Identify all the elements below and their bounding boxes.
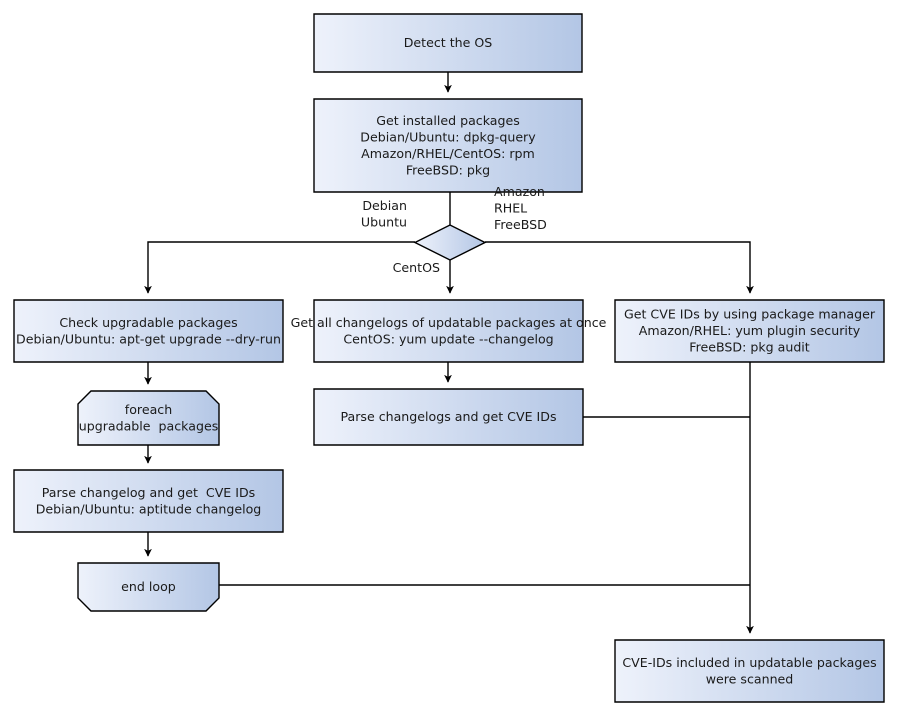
node-shape-scan-complete <box>614 639 885 703</box>
node-os-decision <box>413 224 487 261</box>
node-shape-get-cve-ids-package-manager <box>614 299 885 363</box>
node-shape-os-decision <box>413 224 487 261</box>
node-shape-check-upgradable-packages <box>13 299 284 363</box>
node-shape-detect-os <box>313 13 583 73</box>
node-shape-get-installed-packages <box>313 98 583 193</box>
node-shape-get-all-changelogs <box>313 299 584 363</box>
node-label-detect-os: Detect the OS <box>404 35 493 50</box>
node-detect-os: Detect the OS <box>313 13 583 73</box>
node-shape-end-loop <box>77 562 220 612</box>
node-label-get-all-changelogs: Get all changelogs of updatable packages… <box>291 314 607 346</box>
node-parse-changelogs-centos: Parse changelogs and get CVE IDs <box>313 388 584 446</box>
node-label-parse-changelogs-centos: Parse changelogs and get CVE IDs <box>340 409 556 424</box>
node-shape-foreach-loop-start <box>77 390 220 446</box>
edge-decision-to-check-upgradable <box>144 241 415 294</box>
edge-decision-to-cve-package-manager <box>485 241 754 294</box>
node-get-all-changelogs: Get all changelogs of updatable packages… <box>291 299 607 363</box>
node-label-end-loop: end loop <box>121 579 176 594</box>
edges-layer <box>144 72 754 634</box>
label-centos: CentOS <box>393 260 440 275</box>
node-shape-parse-changelogs-centos <box>313 388 584 446</box>
node-shape-parse-changelog-debian <box>13 469 284 533</box>
node-end-loop: end loop <box>77 562 220 612</box>
